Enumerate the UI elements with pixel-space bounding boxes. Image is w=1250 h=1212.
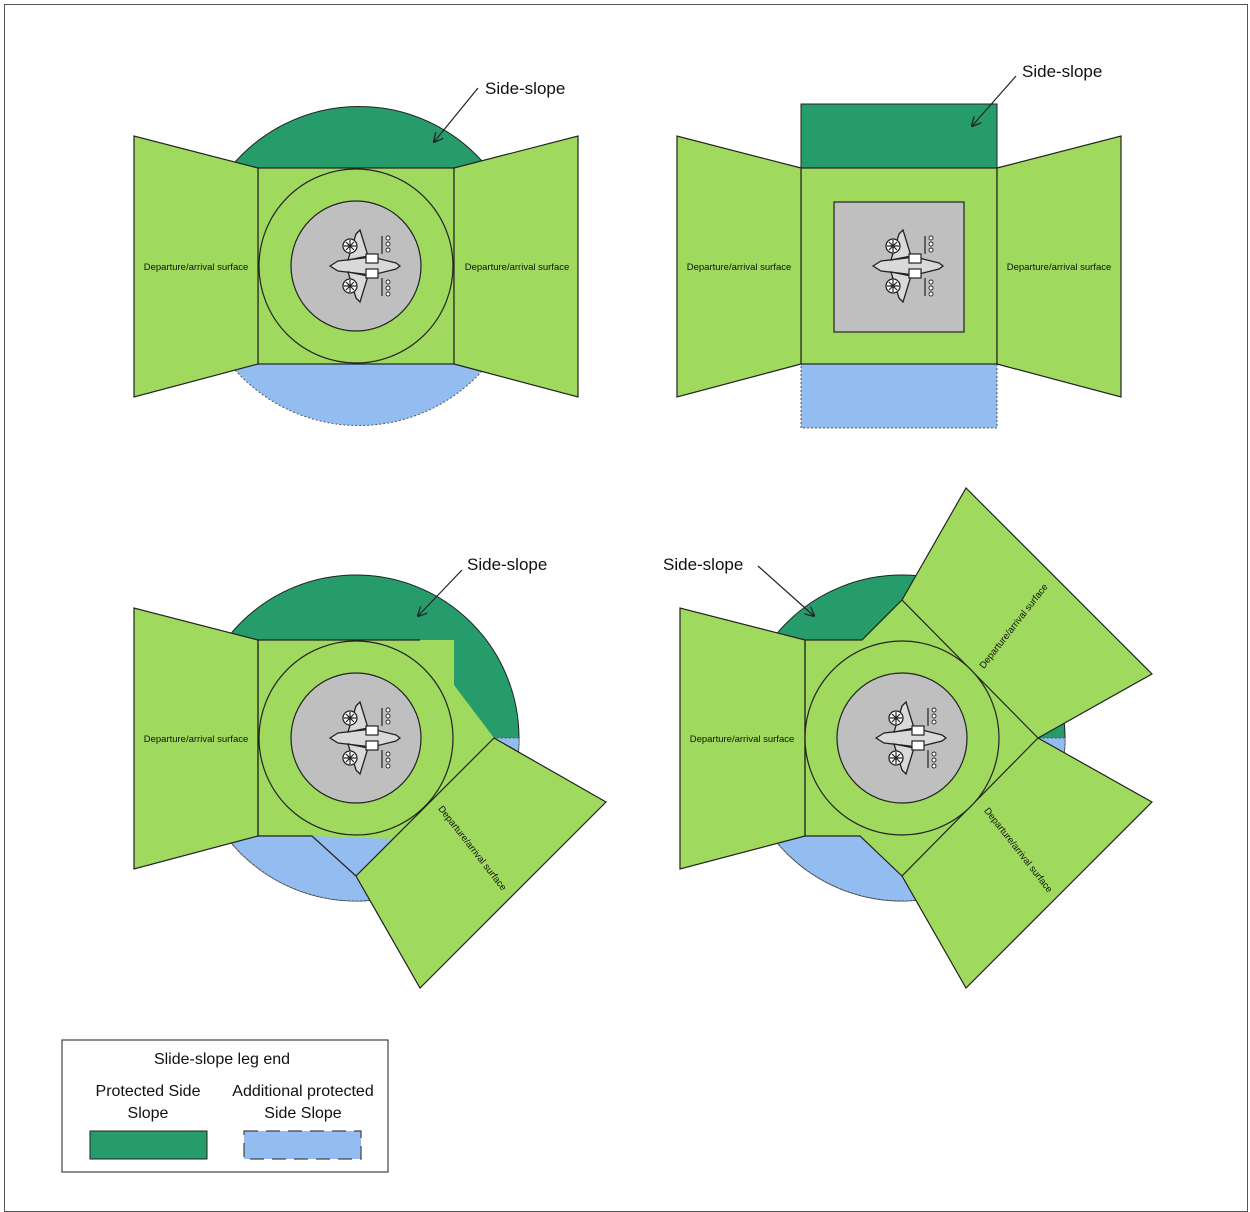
departure-arrival-label-left: Departure/arrival surface bbox=[687, 262, 792, 273]
departure-arrival-surface-lower-right bbox=[901, 737, 1153, 989]
side-slope-pointer bbox=[418, 569, 463, 616]
side-slope-label: Side-slope bbox=[485, 79, 565, 98]
side-slope-pointer bbox=[972, 75, 1017, 126]
departure-arrival-label-left: Departure/arrival surface bbox=[690, 734, 795, 745]
departure-arrival-surface-left bbox=[133, 135, 259, 398]
departure-arrival-label-right: Departure/arrival surface bbox=[465, 262, 570, 273]
side-slope-pointer bbox=[757, 565, 814, 616]
panel-circular-straight: Departure/arrival surface Departure/arri… bbox=[133, 79, 579, 427]
side-slope-label: Side-slope bbox=[467, 555, 547, 574]
departure-arrival-surface-left bbox=[676, 135, 802, 398]
side-slope-pointer bbox=[434, 87, 479, 142]
legend-protected-label-line2: Slope bbox=[128, 1105, 169, 1122]
departure-arrival-surface-right bbox=[996, 135, 1122, 398]
additional-protected-side-slope bbox=[800, 363, 998, 429]
legend-additional-label-line2: Side Slope bbox=[264, 1105, 341, 1122]
protected-side-slope bbox=[800, 103, 998, 169]
legend: Slide-slope leg end Protected Side Slope… bbox=[61, 1039, 389, 1173]
departure-arrival-label-left: Departure/arrival surface bbox=[144, 734, 249, 745]
panel-square-straight: Departure/arrival surface Departure/arri… bbox=[676, 62, 1122, 429]
departure-arrival-label-left: Departure/arrival surface bbox=[144, 262, 249, 273]
protected-side-slope bbox=[228, 105, 490, 169]
side-slope-label: Side-slope bbox=[1022, 62, 1102, 81]
legend-protected-label-line1: Protected Side bbox=[96, 1083, 201, 1100]
legend-additional-swatch bbox=[243, 1130, 362, 1160]
legend-title: Slide-slope leg end bbox=[154, 1051, 290, 1068]
additional-protected-side-slope bbox=[228, 363, 490, 427]
legend-protected-swatch bbox=[89, 1130, 208, 1160]
departure-arrival-surface-right bbox=[453, 135, 579, 398]
legend-additional-label-line1: Additional protected bbox=[232, 1083, 373, 1100]
departure-arrival-surface-rotated bbox=[355, 737, 607, 989]
side-slope-label: Side-slope bbox=[663, 555, 743, 574]
departure-arrival-label-right: Departure/arrival surface bbox=[1007, 262, 1112, 273]
panel-circular-angled: Departure/arrival surface Departure/arri… bbox=[133, 555, 607, 989]
panel-circular-triple: Departure/arrival surface Departure/arri… bbox=[663, 487, 1153, 989]
departure-arrival-surface-upper-right bbox=[901, 487, 1153, 739]
